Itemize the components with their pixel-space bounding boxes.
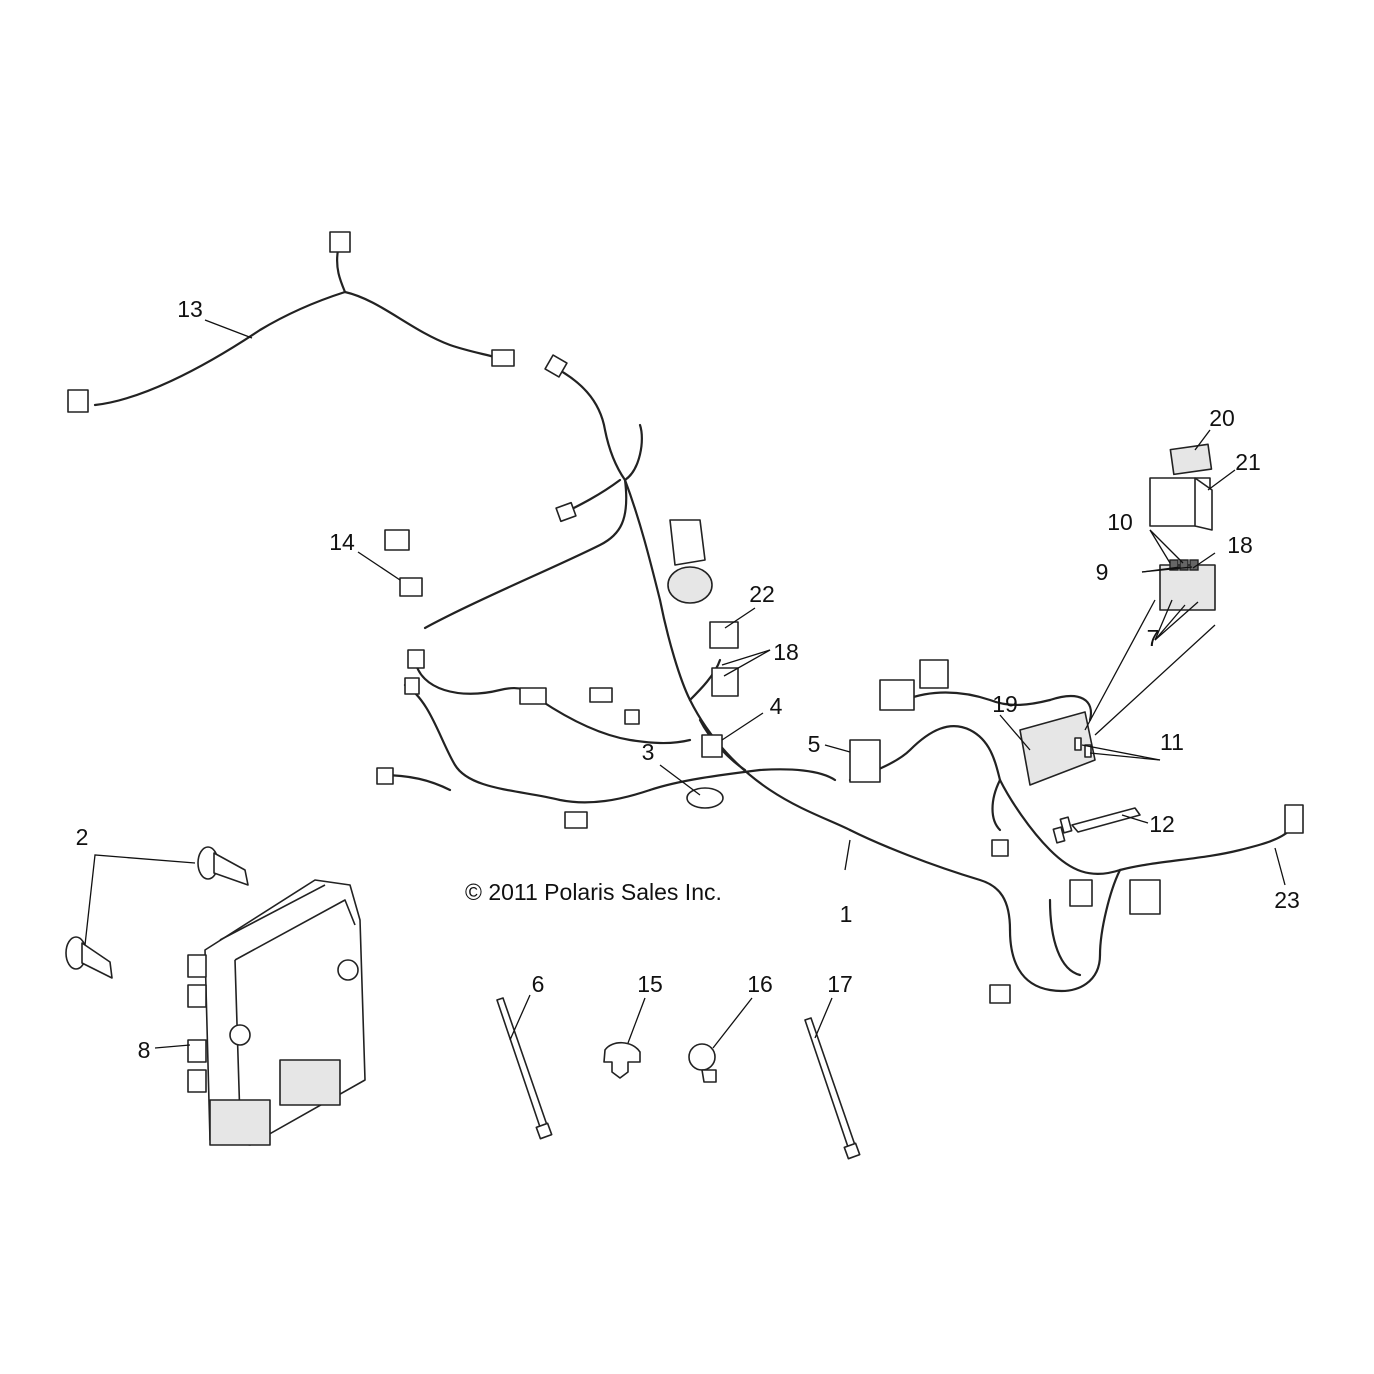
callout-4: 4	[770, 693, 783, 719]
harness-connectors	[376, 354, 1304, 1004]
callout-7: 7	[1147, 625, 1160, 651]
callout-20: 20	[1209, 405, 1235, 431]
callout-17: 17	[827, 971, 853, 997]
bracket-12	[1052, 737, 1141, 844]
clip-16	[688, 1043, 717, 1083]
push-rivets-2	[65, 846, 249, 979]
callout-15: 15	[637, 971, 663, 997]
callout-18-upper: 18	[1227, 532, 1253, 558]
callout-5: 5	[808, 731, 821, 757]
copyright-text: © 2011 Polaris Sales Inc.	[465, 879, 722, 905]
callout-16: 16	[747, 971, 773, 997]
callout-12: 12	[1149, 811, 1175, 837]
callout-10: 10	[1107, 509, 1133, 535]
leader-lines	[84, 319, 1286, 1049]
callout-13: 13	[177, 296, 203, 322]
callout-9: 9	[1096, 559, 1109, 585]
callout-2: 2	[76, 824, 89, 850]
harness-13	[67, 231, 515, 413]
callout-6: 6	[532, 971, 545, 997]
ecu-module-8	[187, 879, 366, 1146]
cable-tie-17	[804, 1017, 861, 1160]
callout-18-lower: 18	[773, 639, 799, 665]
cable-tie-6	[496, 997, 553, 1140]
callout-21: 21	[1235, 449, 1261, 475]
callout-22: 22	[749, 581, 775, 607]
callout-19: 19	[992, 691, 1018, 717]
callout-1: 1	[840, 901, 853, 927]
callout-labels: 1 2 3 4 5 6 7 8 9 10 11 12 13 14 15 16 1…	[76, 296, 1300, 1063]
callout-3: 3	[642, 739, 655, 765]
callout-14: 14	[329, 529, 355, 555]
callout-23: 23	[1274, 887, 1300, 913]
callout-11: 11	[1160, 729, 1184, 755]
main-harness-1	[378, 363, 1292, 993]
fuse-box-assembly	[1149, 443, 1216, 611]
callout-8: 8	[138, 1037, 151, 1063]
clip-15	[603, 1041, 641, 1079]
